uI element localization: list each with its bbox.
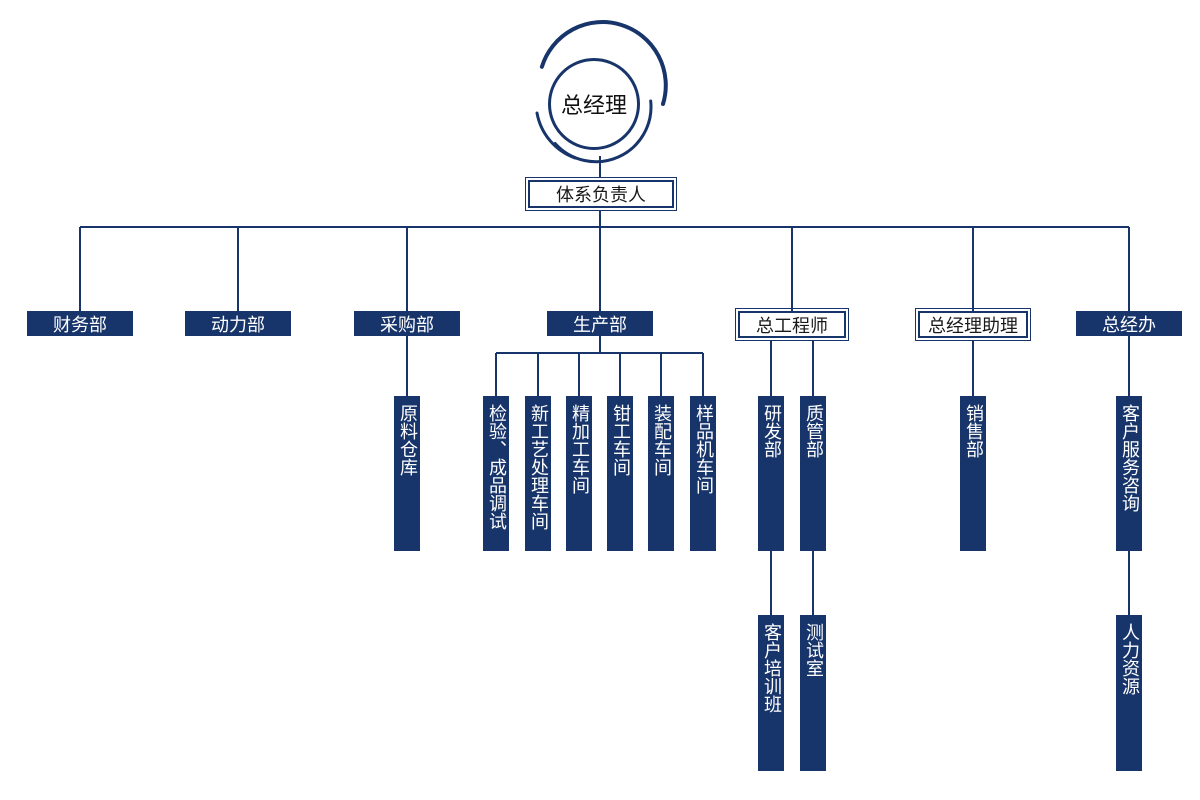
craft-label-part2: 处理车间 <box>528 458 549 530</box>
node-rnd-dept: 研发部 <box>758 396 784 551</box>
customer-service-label: 客户服务咨询 <box>1119 404 1140 512</box>
inspection-label: 检验、 成品调试 <box>486 404 507 530</box>
root-arc-small <box>535 111 577 160</box>
gm-office-label: 总经办 <box>1102 314 1156 336</box>
node-qc-dept: 质管部 <box>800 396 826 551</box>
gm-assistant-label: 总经理助理 <box>928 315 1018 337</box>
node-raw-material-warehouse: 原料仓库 <box>394 396 420 551</box>
node-test-lab: 测试室 <box>800 615 826 771</box>
finishing-label: 精加工车间 <box>569 404 590 494</box>
root-node-general-manager: 总经理 <box>548 58 640 150</box>
node-sales-dept: 销售部 <box>960 396 986 551</box>
lab-label: 测试室 <box>803 623 824 677</box>
root-arc-outer <box>539 20 668 106</box>
node-customer-training: 客户培训班 <box>758 615 784 771</box>
training-label: 客户培训班 <box>761 623 782 713</box>
node-chief-engineer: 总工程师 <box>735 308 849 341</box>
node-production-dept: 生产部 <box>547 311 653 336</box>
sales-label: 销售部 <box>963 404 984 458</box>
rnd-label: 研发部 <box>761 404 782 458</box>
node-new-process-workshop: 新工艺 处理车间 <box>525 396 551 551</box>
sample-label: 样品机车间 <box>693 404 714 494</box>
hr-label: 人力资源 <box>1119 623 1140 695</box>
qc-label: 质管部 <box>803 404 824 458</box>
craft-label-part1: 新工艺 <box>528 404 549 458</box>
node-gm-office: 总经办 <box>1076 311 1182 336</box>
chief-engineer-label: 总工程师 <box>756 315 828 337</box>
inspection-label-part1: 检验、 <box>486 404 507 458</box>
node-gm-assistant: 总经理助理 <box>915 308 1031 341</box>
purchase-label: 采购部 <box>380 314 434 336</box>
inspection-label-part2: 成品调试 <box>486 458 507 530</box>
node-human-resources: 人力资源 <box>1116 615 1142 771</box>
power-label: 动力部 <box>211 314 265 336</box>
production-label: 生产部 <box>573 314 627 336</box>
node-fitter-workshop: 钳工车间 <box>607 396 633 551</box>
fitter-label: 钳工车间 <box>610 404 631 476</box>
node-finance-dept: 财务部 <box>27 311 133 336</box>
warehouse-label: 原料仓库 <box>397 404 418 476</box>
node-customer-service: 客户服务咨询 <box>1116 396 1142 551</box>
node-assembly-workshop: 装配车间 <box>648 396 674 551</box>
finance-label: 财务部 <box>53 314 107 336</box>
assembly-label: 装配车间 <box>651 404 672 476</box>
node-purchase-dept: 采购部 <box>354 311 460 336</box>
node-sample-machine-workshop: 样品机车间 <box>690 396 716 551</box>
root-label: 总经理 <box>560 94 627 119</box>
root-orbit-arcs <box>535 20 668 164</box>
system-owner-label: 体系负责人 <box>556 185 646 206</box>
node-inspection-debugging: 检验、 成品调试 <box>483 396 509 551</box>
node-system-owner: 体系负责人 <box>525 177 677 211</box>
node-power-dept: 动力部 <box>185 311 291 336</box>
node-finishing-workshop: 精加工车间 <box>566 396 592 551</box>
